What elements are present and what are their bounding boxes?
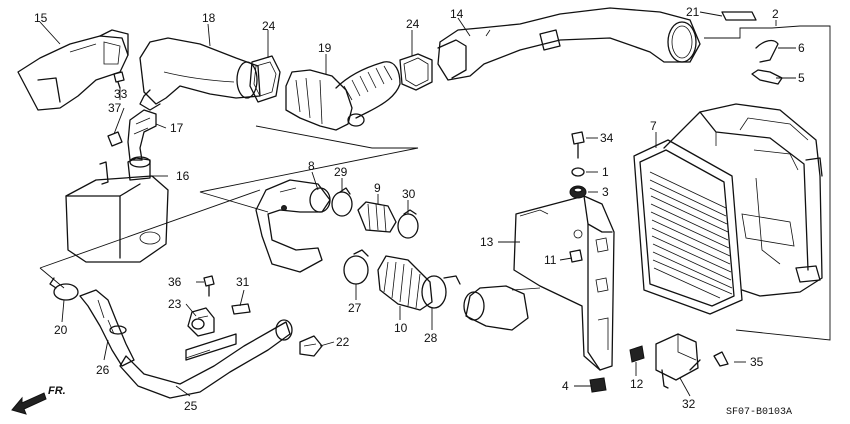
callout-7: 7 [650, 119, 657, 133]
callout-18: 18 [202, 11, 216, 25]
box-outline-bracket [704, 25, 831, 341]
callout-31: 31 [236, 275, 250, 289]
part-16-resonator-box [65, 156, 169, 263]
callout-29: 29 [334, 165, 348, 179]
callout-21: 21 [686, 5, 700, 19]
callout-23: 23 [168, 297, 182, 311]
front-arrow-icon [11, 392, 47, 415]
callout-13: 13 [480, 235, 494, 249]
callout-4: 4 [562, 379, 569, 393]
callout-26: 26 [96, 363, 110, 377]
callout-12: 12 [630, 377, 644, 391]
part-37-bolt [107, 131, 123, 147]
part-8-duct [255, 179, 331, 273]
callout-36: 36 [168, 275, 182, 289]
part-7-filter-element [633, 139, 743, 315]
part-air-cleaner-case-upper [663, 103, 823, 297]
part-15-intake-duct [17, 29, 129, 111]
part-13-lower-case [463, 195, 615, 371]
callout-32: 32 [682, 397, 696, 411]
part-32-sensor [655, 333, 701, 389]
callout-1: 1 [602, 165, 609, 179]
callout-33: 33 [114, 87, 128, 101]
part-4-mount [589, 377, 607, 393]
callout-19: 19 [318, 41, 332, 55]
callout-8: 8 [308, 159, 315, 173]
callout-10: 10 [394, 321, 408, 335]
callout-37: 37 [108, 101, 122, 115]
callout-3: 3 [602, 185, 609, 199]
part-19-resonator-hose [285, 61, 401, 131]
part-10-hose [377, 255, 433, 311]
part-21-label [721, 11, 757, 21]
part-18-intake-tube [139, 37, 261, 111]
part-5-bolt [751, 69, 783, 85]
part-24-gasket-right [399, 53, 433, 91]
callout-14: 14 [450, 7, 464, 21]
part-9-hose [357, 201, 397, 233]
callout-9: 9 [374, 181, 381, 195]
callout-35: 35 [750, 355, 764, 369]
callout-17: 17 [170, 121, 184, 135]
part-17-hose [127, 109, 157, 161]
part-23-bracket [187, 307, 215, 337]
callout-25: 25 [184, 399, 198, 413]
callout-5: 5 [798, 71, 805, 85]
part-6-clip [755, 39, 779, 63]
callout-34: 34 [600, 131, 614, 145]
callout-22: 22 [336, 335, 350, 349]
part-25-duct [119, 319, 293, 399]
callout-labels: 15 18 24 19 24 14 21 2 6 5 7 34 1 3 33 3… [34, 5, 805, 413]
part-33-bolt [113, 71, 125, 89]
part-11-screw [569, 249, 583, 263]
part-20-clamp [49, 277, 79, 301]
part-24-gasket-left [249, 55, 281, 103]
front-label: FR. [48, 385, 66, 397]
part-29-clamp [331, 187, 353, 217]
part-3-grommet [569, 185, 587, 199]
part-26-hose [79, 289, 135, 367]
callout-6: 6 [798, 41, 805, 55]
part-27-clamp [343, 249, 369, 285]
callout-24-right: 24 [406, 17, 420, 31]
part-34-bolt [571, 131, 585, 159]
leader-lines [39, 11, 796, 397]
part-31-tag [231, 303, 251, 315]
part-30-clamp [397, 209, 419, 239]
callout-30: 30 [402, 187, 416, 201]
callout-24-left: 24 [262, 19, 276, 33]
callout-2: 2 [772, 7, 779, 21]
callout-16: 16 [176, 169, 190, 183]
part-35-screw [713, 351, 729, 367]
callout-15: 15 [34, 11, 48, 25]
part-12-nut [629, 345, 645, 363]
part-28-clamp [421, 275, 461, 309]
callout-11: 11 [544, 253, 557, 267]
part-14-air-duct [437, 7, 701, 81]
callout-28: 28 [424, 331, 438, 345]
callout-20: 20 [54, 323, 68, 337]
diagram-code: SF07-B0103A [726, 407, 792, 418]
callout-27: 27 [348, 301, 362, 315]
part-36-bolt [203, 275, 215, 297]
part-1-washer [571, 167, 585, 177]
group-outlines [39, 125, 419, 289]
front-direction-indicator: FR. [11, 385, 66, 415]
part-22-clip [299, 335, 323, 357]
